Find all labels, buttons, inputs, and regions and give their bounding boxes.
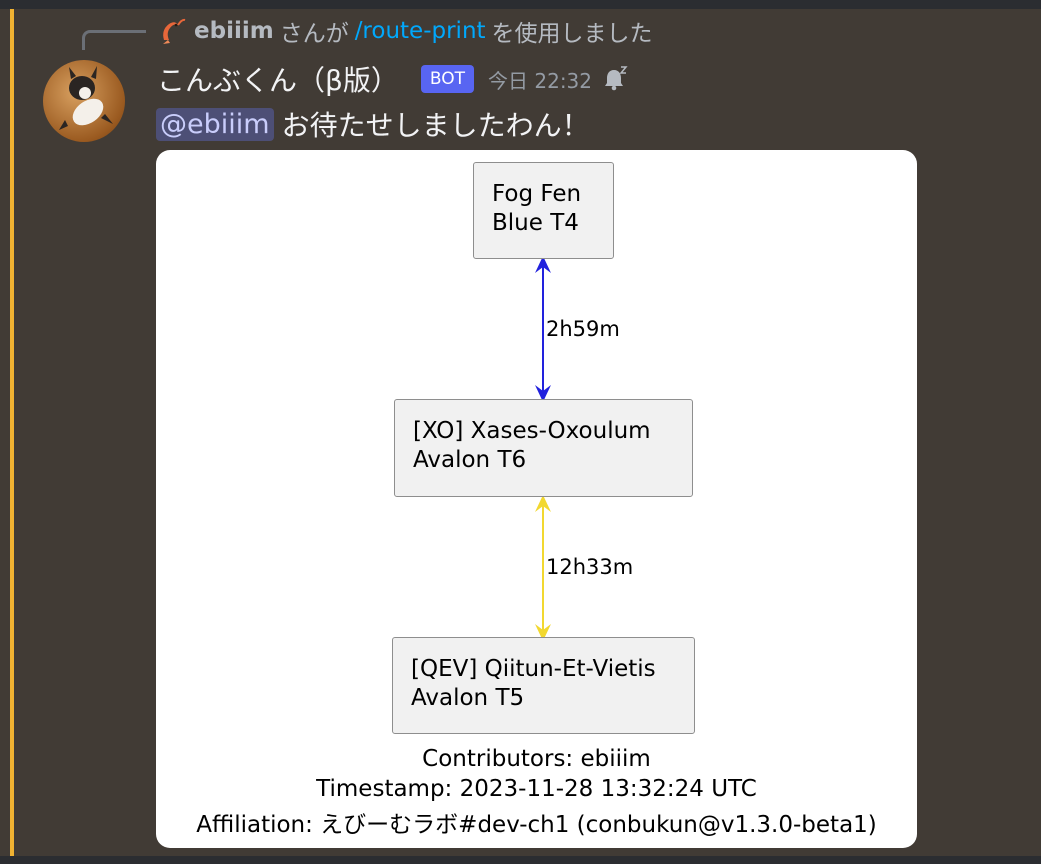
shrimp-icon: [163, 18, 186, 44]
route-node-destination: [QEV] Qiitun-Et-Vietis Avalon T5: [392, 637, 695, 734]
route-node-middle: [XO] Xases-Oxoulum Avalon T6: [394, 399, 693, 497]
route-node-origin: Fog Fen Blue T4: [473, 162, 614, 259]
message-header: こんぶくん（β版） BOT 今日 22:32: [157, 58, 628, 100]
node-tier: Avalon T6: [413, 447, 527, 473]
node-tier: Avalon T5: [411, 685, 525, 711]
footer-affiliation: Affiliation: えびーむラボ#dev-ch1 (conbukun@v1…: [196, 812, 877, 838]
footer-timestamp: Timestamp: 2023-11-28 13:32:24 UTC: [316, 776, 757, 802]
reply-spine: [82, 30, 146, 50]
author-name[interactable]: こんぶくん（β版）: [157, 64, 399, 97]
reply-text-after: を使用しました: [491, 21, 653, 47]
node-name: [XO] Xases-Oxoulum: [413, 418, 651, 444]
edge-2: [535, 495, 551, 641]
bell-sleep-icon[interactable]: [602, 66, 628, 92]
message-content: @ebiiim お待たせしましたわん！: [156, 104, 590, 144]
node-name: Fog Fen: [492, 181, 582, 207]
dog-avatar-image: [59, 66, 113, 130]
edge-label-2: 12h33m: [546, 555, 634, 579]
reply-username[interactable]: ebiiim: [194, 18, 274, 44]
node-tier: Blue T4: [492, 210, 579, 236]
top-bar: [0, 0, 1041, 9]
edge-1: [535, 256, 551, 402]
route-edges: [535, 256, 551, 641]
message-timestamp[interactable]: 今日 22:32: [488, 68, 593, 93]
bottom-bar: [0, 856, 1041, 864]
footer-contributors: Contributors: ebiiim: [422, 746, 651, 772]
node-name: [QEV] Qiitun-Et-Vietis: [411, 656, 656, 682]
mention-highlight-bar: [10, 9, 14, 856]
message-text: お待たせしましたわん！: [281, 109, 590, 142]
user-mention[interactable]: @ebiiim: [156, 107, 274, 141]
command-link[interactable]: /route-print: [354, 18, 486, 44]
reply-text-before: さんが: [279, 21, 349, 47]
route-image[interactable]: Fog Fen Blue T4 [XO] Xases-Oxoulum Avalo…: [156, 150, 917, 848]
avatar[interactable]: [43, 60, 125, 142]
bot-badge: BOT: [420, 65, 475, 93]
edge-label-1: 2h59m: [546, 317, 620, 341]
